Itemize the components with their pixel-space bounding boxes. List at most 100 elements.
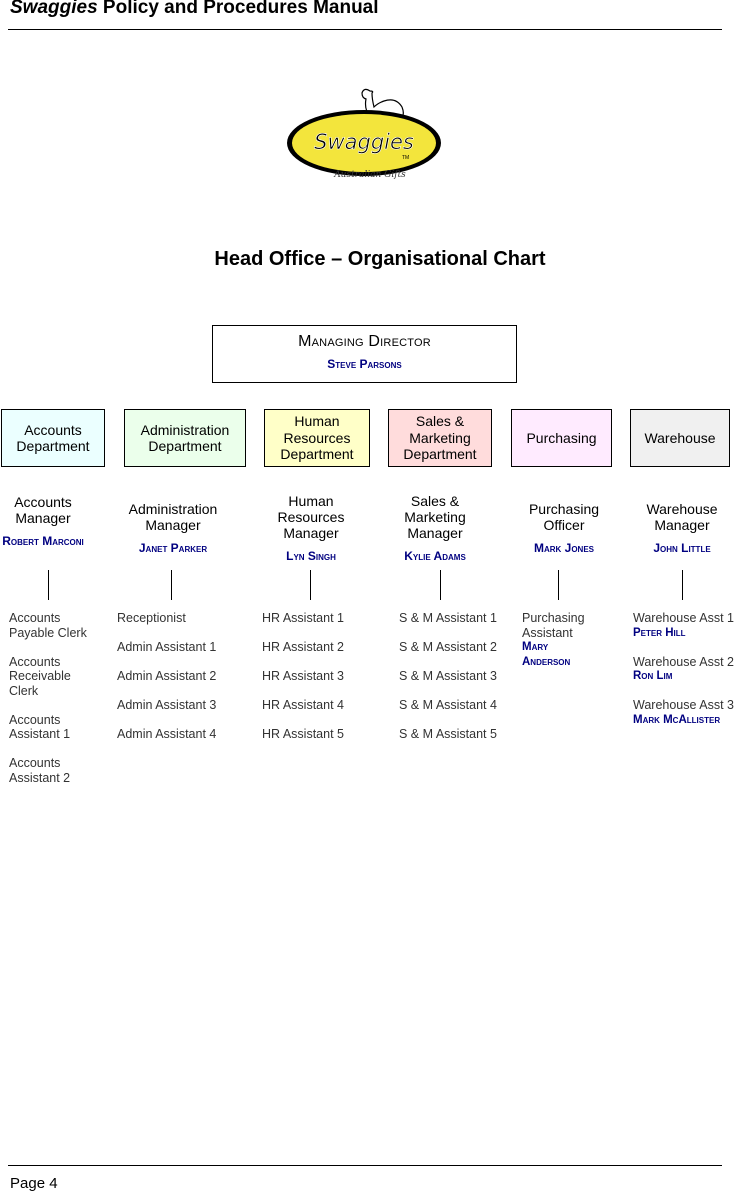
staff-item: Admin Assistant 3 (117, 698, 237, 713)
manager-name: John Little (626, 541, 738, 556)
manager-name: Janet Parker (118, 541, 228, 556)
staff-role: S & M Assistant 5 (399, 727, 509, 742)
staff-item: HR Assistant 3 (262, 669, 372, 684)
dept-box-label: Accounts Department (16, 422, 89, 455)
manager-human-resources: Human Resources Manager Lyn Singh (256, 493, 366, 564)
manual-title: Swaggies Policy and Procedures Manual (10, 0, 379, 19)
manager-warehouse: Warehouse Manager John Little (626, 501, 738, 556)
staff-item: HR Assistant 5 (262, 727, 372, 742)
staff-role: Admin Assistant 3 (117, 698, 237, 713)
manager-title: Sales & Marketing Manager (380, 493, 490, 541)
manager-title: Purchasing Officer (508, 501, 620, 533)
staff-item: Warehouse Asst 2 Ron Lim (633, 655, 742, 684)
staff-list-sales-marketing: S & M Assistant 1 S & M Assistant 2 S & … (399, 611, 509, 756)
staff-role: Accounts Receivable Clerk (9, 655, 109, 699)
staff-role: Accounts Payable Clerk (9, 611, 109, 640)
manager-name: Kylie Adams (380, 549, 490, 564)
staff-list-accounts: Accounts Payable Clerk Accounts Receivab… (9, 611, 109, 800)
staff-role: Admin Assistant 2 (117, 669, 237, 684)
staff-list-warehouse: Warehouse Asst 1 Peter Hill Warehouse As… (633, 611, 742, 742)
staff-item: Accounts Assistant 2 (9, 756, 109, 785)
manager-accounts: Accounts Manager Robert Marconi (0, 494, 86, 549)
staff-item: HR Assistant 4 (262, 698, 372, 713)
manual-title-rest: Policy and Procedures Manual (98, 0, 379, 18)
staff-name: Ron Lim (633, 669, 742, 684)
staff-item: Receptionist (117, 611, 237, 626)
manager-administration: Administration Manager Janet Parker (118, 501, 228, 556)
staff-list-purchasing: Purchasing Assistant Mary Anderson (522, 611, 622, 684)
staff-role: Admin Assistant 4 (117, 727, 237, 742)
staff-item: S & M Assistant 5 (399, 727, 509, 742)
manager-name: Robert Marconi (0, 534, 86, 549)
staff-role: HR Assistant 5 (262, 727, 372, 742)
dept-box-purchasing: Purchasing (511, 409, 612, 467)
manual-title-brand: Swaggies (10, 0, 98, 18)
chart-title: Head Office – Organisational Chart (0, 248, 742, 271)
dept-box-label: Purchasing (526, 430, 596, 447)
manager-title: Administration Manager (118, 501, 228, 533)
staff-item: Purchasing Assistant Mary Anderson (522, 611, 622, 669)
dept-box-label: Warehouse (644, 430, 715, 447)
staff-item: S & M Assistant 3 (399, 669, 509, 684)
manager-sales-marketing: Sales & Marketing Manager Kylie Adams (380, 493, 490, 564)
connector-line (48, 570, 49, 600)
staff-role: HR Assistant 3 (262, 669, 372, 684)
manager-name: Lyn Singh (256, 549, 366, 564)
dept-box-sales-marketing: Sales & Marketing Department (388, 409, 492, 467)
staff-list-administration: Receptionist Admin Assistant 1 Admin Ass… (117, 611, 237, 756)
connector-line (310, 570, 311, 600)
staff-role: Accounts Assistant 2 (9, 756, 109, 785)
staff-role: S & M Assistant 3 (399, 669, 509, 684)
footer-rule (8, 1165, 722, 1166)
staff-role: Admin Assistant 1 (117, 640, 237, 655)
managing-director-name: Steve Parsons (213, 357, 516, 371)
staff-item: Accounts Assistant 1 (9, 713, 109, 742)
page-number: Page 4 (10, 1175, 58, 1192)
staff-role: S & M Assistant 1 (399, 611, 509, 626)
dept-box-label: Human Resources Department (280, 413, 353, 463)
manager-title: Accounts Manager (0, 494, 86, 526)
staff-item: Admin Assistant 4 (117, 727, 237, 742)
staff-role: HR Assistant 1 (262, 611, 372, 626)
staff-role: Warehouse Asst 1 (633, 611, 742, 626)
staff-item: HR Assistant 2 (262, 640, 372, 655)
logo-tm-text: TM (402, 155, 409, 161)
staff-role: Warehouse Asst 3 (633, 698, 742, 713)
connector-line (558, 570, 559, 600)
staff-role: Purchasing Assistant (522, 611, 622, 640)
staff-item: Accounts Payable Clerk (9, 611, 109, 640)
staff-role: Warehouse Asst 2 (633, 655, 742, 670)
staff-name: Mary Anderson (522, 640, 622, 669)
staff-name: Peter Hill (633, 626, 742, 641)
staff-item: Warehouse Asst 1 Peter Hill (633, 611, 742, 640)
manager-title: Warehouse Manager (626, 501, 738, 533)
swaggies-logo: Swaggies TM Australian Gifts (284, 83, 444, 181)
managing-director-box: Managing Director Steve Parsons (212, 325, 517, 383)
dept-box-accounts: Accounts Department (1, 409, 105, 467)
header-rule (8, 29, 722, 30)
manager-name: Mark Jones (508, 541, 620, 556)
staff-item: Accounts Receivable Clerk (9, 655, 109, 699)
staff-item: S & M Assistant 1 (399, 611, 509, 626)
dept-box-label: Administration Department (141, 422, 230, 455)
staff-item: Warehouse Asst 3 Mark McAllister (633, 698, 742, 727)
manager-purchasing: Purchasing Officer Mark Jones (508, 501, 620, 556)
staff-role: HR Assistant 2 (262, 640, 372, 655)
dept-box-label: Sales & Marketing Department (403, 413, 476, 463)
managing-director-title: Managing Director (213, 333, 516, 351)
staff-role: Receptionist (117, 611, 237, 626)
dept-box-administration: Administration Department (124, 409, 246, 467)
staff-role: Accounts Assistant 1 (9, 713, 109, 742)
connector-line (171, 570, 172, 600)
staff-item: HR Assistant 1 (262, 611, 372, 626)
staff-role: HR Assistant 4 (262, 698, 372, 713)
staff-role: S & M Assistant 4 (399, 698, 509, 713)
staff-item: S & M Assistant 2 (399, 640, 509, 655)
dept-box-warehouse: Warehouse (630, 409, 730, 467)
staff-name: Mark McAllister (633, 713, 742, 728)
dept-box-human-resources: Human Resources Department (264, 409, 370, 467)
staff-list-human-resources: HR Assistant 1 HR Assistant 2 HR Assista… (262, 611, 372, 756)
staff-item: S & M Assistant 4 (399, 698, 509, 713)
staff-item: Admin Assistant 2 (117, 669, 237, 684)
manager-title: Human Resources Manager (256, 493, 366, 541)
